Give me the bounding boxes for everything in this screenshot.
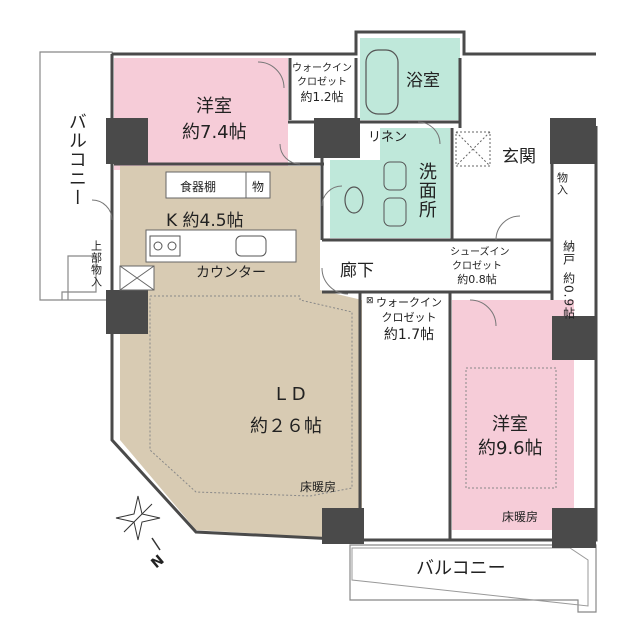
wic2-line-1: ウォークイン [376, 296, 442, 309]
ld-heating-outline [149, 295, 353, 497]
bathtub-icon [365, 49, 399, 115]
bedroom2-heating-outline [465, 367, 557, 489]
washbasin-icon [383, 161, 407, 191]
washroom-label: 洗面所 [415, 162, 437, 219]
washbasin-icon [383, 197, 407, 227]
ld-note: 床暖房 [300, 480, 337, 494]
closet-storage-label: 納戸 [561, 240, 576, 266]
small-storage-label: 物 [252, 180, 265, 194]
bath-area [360, 38, 460, 120]
shoes-closet-line-3: 約0.8帖 [457, 273, 497, 286]
entrance-label: 玄関 [502, 147, 536, 167]
closet-storage-size: 約0.9帖 [561, 272, 576, 321]
toilet-area [330, 160, 380, 238]
wic2-area [362, 292, 450, 356]
sink-icon [235, 235, 267, 257]
burner-icon [167, 241, 177, 251]
toilet-icon [344, 186, 364, 214]
wic1-area [288, 58, 354, 120]
wic2-line-2: クロゼット [381, 310, 437, 324]
entrance-storage-label: 物入 [555, 172, 569, 196]
shoes-closet-line-2: クロゼット [452, 260, 502, 272]
wic2-marker-icon: ⊠ [366, 296, 374, 306]
compass-icon [115, 495, 161, 551]
shoes-closet-line-1: シューズイン [450, 247, 510, 258]
balcony-left-label: バルコニー [65, 112, 87, 207]
washer-icon [455, 131, 491, 167]
balcony-bottom-label: バルコニー [416, 558, 506, 579]
kitchen-counter [145, 229, 297, 263]
ld-name: L D [276, 384, 306, 405]
counter-label: カウンター [196, 265, 266, 281]
small-storage [245, 171, 271, 199]
burner-icon [153, 241, 163, 251]
stove-icon [149, 235, 181, 257]
columns [106, 118, 596, 548]
cupboard [165, 171, 247, 199]
wic1-label: ウォークイン クロゼット 約1.2帖 [292, 62, 352, 105]
linen-label: リネン [368, 130, 408, 145]
ld-area [120, 290, 362, 540]
wic1-line-3: 約1.2帖 [300, 90, 344, 104]
wic2-line-3: 約1.7帖 [383, 326, 435, 343]
bedroom2-note: 床暖房 [502, 510, 539, 524]
wic2-label: ウォークイン クロゼット 約1.7帖 [374, 296, 444, 345]
door-swings [91, 61, 521, 327]
bedroom1-size: 約7.4帖 [182, 122, 247, 143]
balcony-bottom-outline [351, 547, 589, 607]
hallway-label: 廊下 [340, 261, 374, 281]
washroom-area [380, 128, 450, 238]
kitchen-label: K 約4.5帖 [166, 211, 244, 231]
hallway-area [322, 240, 552, 292]
shoes-closet-label: シューズイン クロゼット 約0.8帖 [450, 246, 510, 288]
upper-storage-label: 上部物入 [89, 240, 103, 288]
bedroom2-name: 洋室 [492, 414, 528, 435]
bath-label: 浴室 [406, 71, 440, 91]
wic1-line-2: クロゼット [297, 76, 347, 88]
ld-size: 約２６帖 [250, 416, 322, 437]
balcony-bottom-area [349, 544, 597, 613]
bedroom2-size: 約9.6帖 [478, 438, 543, 459]
cupboard-label: 食器棚 [180, 180, 217, 194]
bedroom1-name: 洋室 [196, 96, 232, 117]
wic1-line-1: ウォークイン [292, 63, 352, 74]
